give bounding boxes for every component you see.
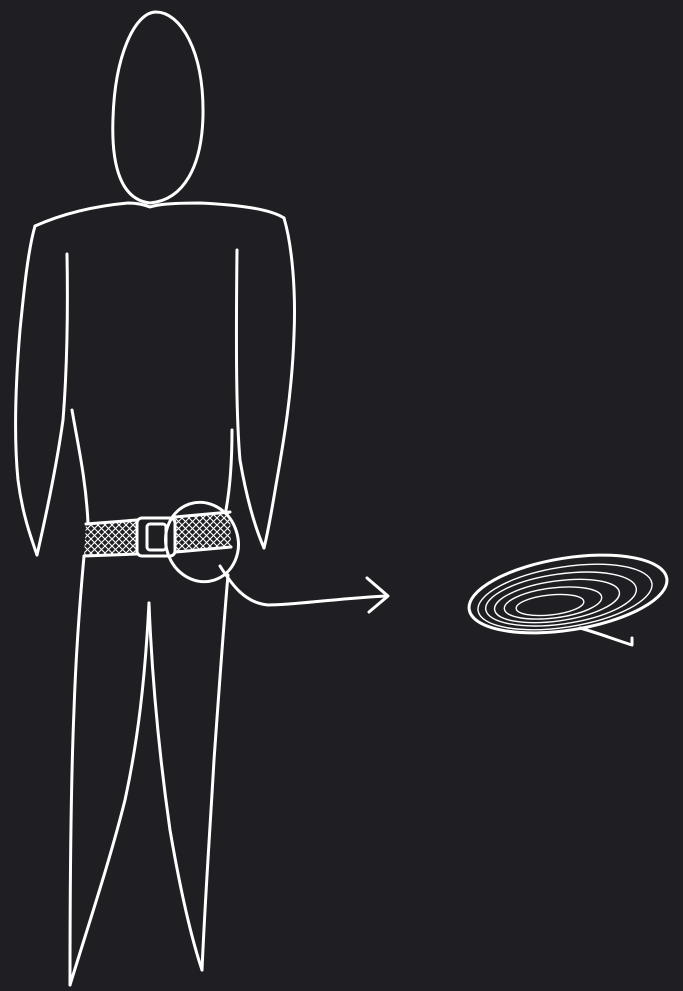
- figure-right-arm-outer: [264, 218, 295, 548]
- figure-right-leg-inner: [149, 603, 202, 970]
- coiled-cable: [464, 543, 673, 645]
- figure-shoulders: [35, 203, 284, 226]
- figure-right-leg: [202, 575, 228, 970]
- figure-left-leg: [70, 556, 84, 985]
- standing-figure: [16, 12, 295, 985]
- belt-strap-left: [84, 520, 137, 556]
- figure-left-leg-inner: [70, 603, 149, 985]
- figure-left-arm-outer: [16, 226, 37, 555]
- pointer-arrow: [220, 566, 388, 612]
- belt-buckle-inner: [147, 524, 166, 550]
- figure-torso-right: [226, 430, 232, 510]
- figure-head: [113, 12, 203, 203]
- arrow-shaft: [220, 566, 386, 605]
- figure-torso-left: [72, 410, 88, 523]
- belt-strap-right: [175, 512, 231, 552]
- belt: [84, 512, 231, 556]
- figure-right-arm-inner: [236, 250, 264, 548]
- cable-tail: [580, 628, 632, 645]
- figure-left-arm-inner: [37, 254, 67, 555]
